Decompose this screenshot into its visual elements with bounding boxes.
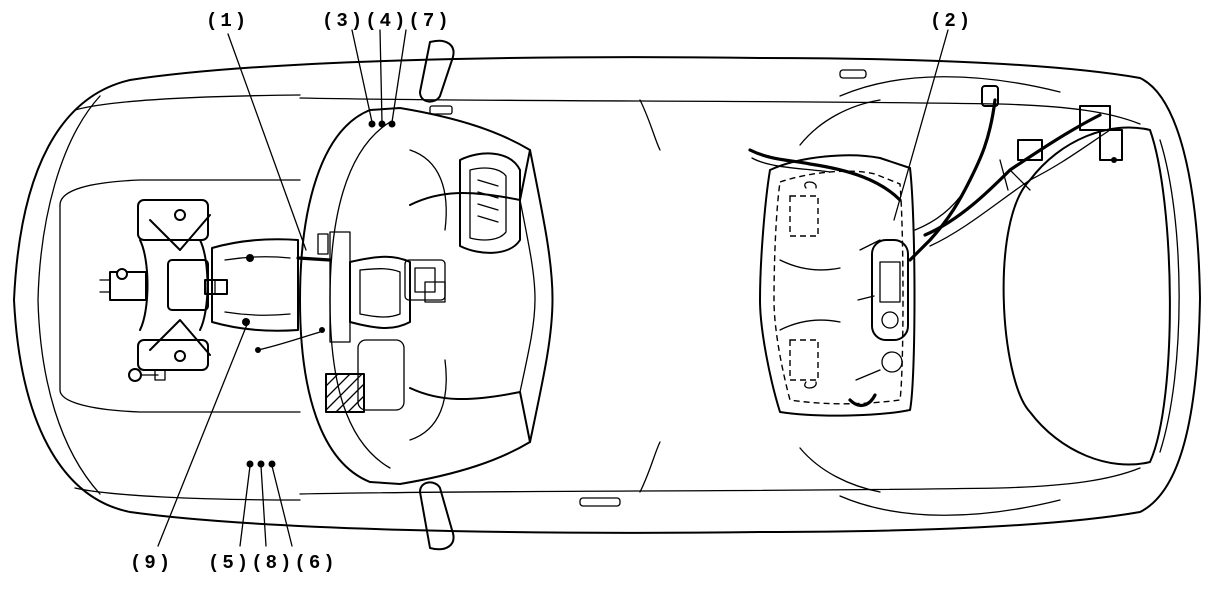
leader-lines: [157, 29, 949, 547]
callout-9: (9): [130, 552, 174, 574]
front-suspension: [99, 199, 228, 382]
transmission: [211, 238, 332, 353]
callout-2: (2): [930, 10, 974, 32]
car-body: [13, 56, 1201, 534]
fuel-tank: [748, 85, 1123, 417]
callout-3-4-7: (3)(4)(7): [322, 10, 452, 32]
cabin: [299, 39, 554, 551]
callout-1: (1): [206, 10, 250, 32]
front-tire: [459, 152, 521, 254]
hatched-block: [325, 373, 365, 413]
callout-5-8-6: (5)(8)(6): [208, 552, 338, 574]
